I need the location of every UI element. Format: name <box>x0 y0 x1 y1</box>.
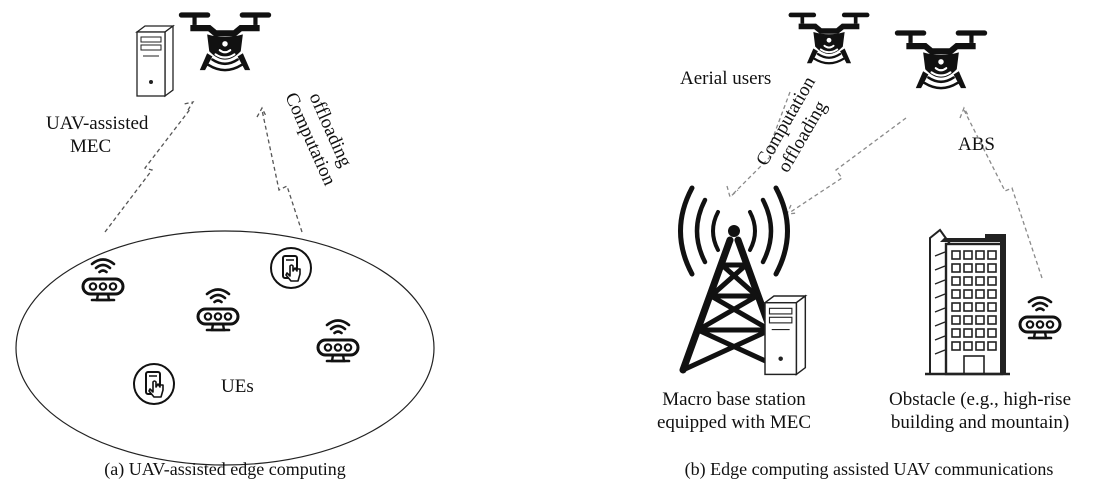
drone-icon <box>893 29 989 90</box>
label-obstacle-line1: Obstacle (e.g., high-rise <box>889 389 1071 410</box>
label-aerial-users: Aerial users <box>680 68 771 89</box>
panel-a: UAV-assisted MEC Computation offloading … <box>15 11 435 480</box>
iot-sensor-icon <box>196 288 240 332</box>
link-aerial-to-bs <box>730 91 791 197</box>
ue-coverage-ellipse <box>15 230 435 466</box>
label-macro-bs-line2: equipped with MEC <box>657 412 811 433</box>
arrow-head <box>726 185 739 199</box>
smartphone-touch-icon <box>133 363 175 405</box>
label-macro-bs-line1: Macro base station <box>662 389 806 410</box>
cell-tower-icon <box>678 185 790 374</box>
drone-icon <box>787 11 871 65</box>
link-abs-to-bs <box>788 117 907 214</box>
server-icon <box>136 25 174 97</box>
arrow-head <box>183 101 195 111</box>
label-abs: ABS <box>958 134 995 155</box>
arrow-head <box>256 106 267 118</box>
panel-b: Aerial users ABS Computation offloading <box>657 11 1071 480</box>
arrow-head <box>785 204 798 215</box>
label-uav-assisted: UAV-assisted <box>46 113 149 134</box>
label-obstacle-line2: building and mountain) <box>891 412 1069 433</box>
building-icon <box>925 228 1010 376</box>
link-ue-to-abs <box>963 109 1043 279</box>
label-mec: MEC <box>70 136 111 157</box>
drone-icon <box>177 11 273 72</box>
iot-sensor-icon <box>81 258 125 302</box>
link-uplink-left <box>104 107 192 233</box>
smartphone-touch-icon <box>270 247 312 289</box>
caption-a: (a) UAV-assisted edge computing <box>104 459 345 480</box>
label-offloading-rotated: Computation offloading <box>280 89 356 189</box>
iot-sensor-icon <box>316 319 360 363</box>
server-icon <box>764 295 807 376</box>
caption-b: (b) Edge computing assisted UAV communic… <box>685 459 1054 480</box>
link-offloading-right <box>261 109 303 233</box>
iot-sensor-icon <box>1018 296 1062 340</box>
label-ues: UEs <box>221 376 254 397</box>
arrow-head <box>959 106 970 119</box>
